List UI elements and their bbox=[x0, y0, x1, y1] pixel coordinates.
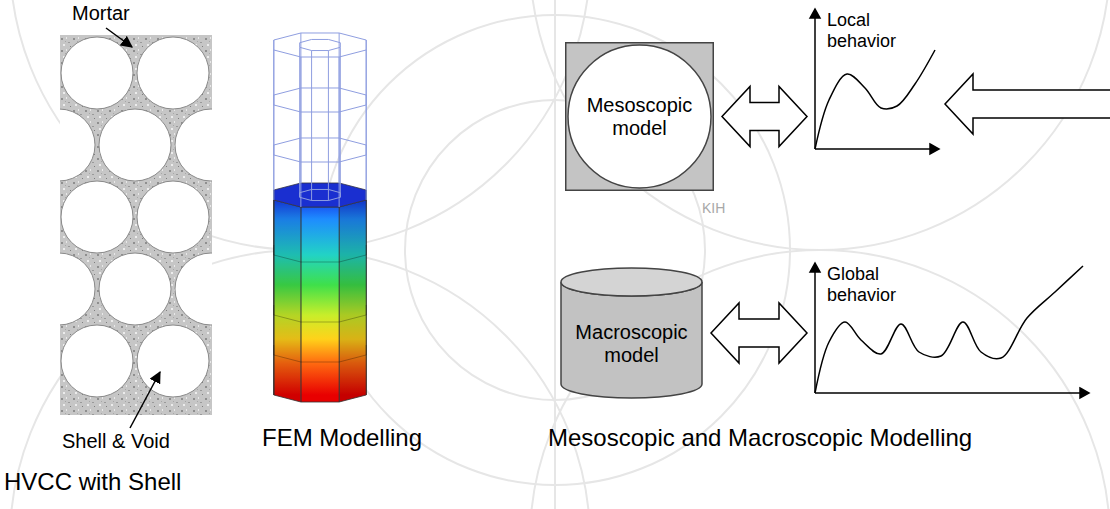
node-text: Macroscopic model bbox=[560, 321, 703, 367]
behavior-chart: Global behavior bbox=[805, 262, 1090, 399]
node-text: Local behavior bbox=[827, 8, 919, 51]
part-label: Mortar bbox=[72, 2, 130, 25]
leader-line bbox=[106, 28, 132, 47]
node-text: Global behavior bbox=[827, 262, 927, 305]
double-arrow bbox=[711, 303, 807, 363]
fem-mesh-line bbox=[274, 245, 366, 262]
shell-void bbox=[175, 253, 212, 325]
fem-model bbox=[274, 33, 366, 402]
fem-top-face bbox=[274, 183, 366, 207]
panel-caption: Mesoscopic and Macroscopic Modelling bbox=[548, 424, 972, 452]
fem-mesh-line bbox=[274, 345, 366, 362]
fem-face bbox=[301, 207, 339, 402]
behavior-chart-outline bbox=[805, 8, 940, 155]
fem-face-shade bbox=[339, 200, 366, 402]
fem-face-shade bbox=[301, 207, 339, 402]
shell-void bbox=[60, 253, 95, 325]
matrix-square bbox=[566, 43, 714, 191]
watermark: KIH bbox=[702, 200, 725, 216]
shell-void bbox=[137, 325, 209, 397]
behavior-chart: Local behavior bbox=[805, 8, 940, 155]
shell-void bbox=[175, 109, 212, 181]
panel-caption: FEM Modelling bbox=[262, 424, 422, 452]
behavior-curve bbox=[815, 50, 935, 149]
double-arrow bbox=[722, 87, 807, 147]
mesoscopic-model-box: Mesoscopic model bbox=[565, 42, 714, 191]
shell-voids bbox=[60, 37, 212, 397]
shell-void bbox=[61, 181, 133, 253]
fem-face bbox=[339, 200, 366, 402]
watermark-arcs bbox=[10, 0, 1110, 509]
fem-face-shade bbox=[274, 200, 301, 402]
leader-line bbox=[130, 372, 160, 428]
shell-void bbox=[60, 109, 95, 181]
double-arrow bbox=[945, 74, 1110, 134]
cylinder-body bbox=[561, 282, 702, 398]
chart-axes bbox=[810, 263, 1089, 398]
fem-wireframe bbox=[274, 33, 366, 207]
shell-void bbox=[99, 253, 171, 325]
macroscopic-model-cylinder: Macroscopic model bbox=[560, 268, 703, 398]
shell-void bbox=[137, 37, 209, 109]
fem-face bbox=[273, 190, 274, 395]
fem-face bbox=[274, 200, 301, 402]
mortar-matrix bbox=[60, 35, 212, 415]
shell-void bbox=[99, 109, 171, 181]
hvcc-section bbox=[0, 35, 285, 415]
shell-void bbox=[61, 37, 133, 109]
shell-void bbox=[137, 181, 209, 253]
cylinder-top bbox=[561, 268, 702, 296]
panel-caption: HVCC with Shell bbox=[4, 468, 181, 496]
chart-axes bbox=[810, 9, 939, 154]
node-text: Mesoscopic model bbox=[565, 94, 714, 140]
fem-face-shade bbox=[273, 190, 274, 395]
part-label: Shell & Void bbox=[62, 430, 170, 453]
shell-void bbox=[61, 325, 133, 397]
fem-mesh-line bbox=[274, 305, 366, 322]
